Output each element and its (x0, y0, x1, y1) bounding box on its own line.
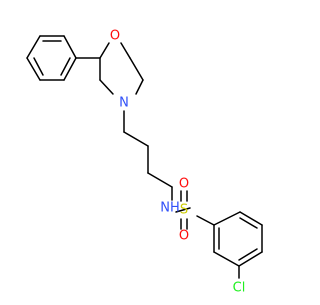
bond (60, 57, 71, 76)
bond (120, 42, 131, 59)
bond (26, 35, 41, 59)
bond (63, 35, 77, 59)
bond (175, 207, 191, 213)
sulfur-label: S (180, 203, 188, 218)
bond (26, 57, 41, 81)
bond (213, 211, 241, 226)
butyl-chain (123, 110, 173, 201)
bond (135, 79, 144, 95)
sulfonyl-oxygen-top-label: O (179, 177, 189, 192)
sulfonyl-oxygen-bottom-label: O (179, 229, 189, 244)
bond (239, 217, 258, 229)
bond (213, 251, 240, 267)
phenyl-ring (26, 35, 77, 81)
chlorobenzene-ring (213, 211, 263, 279)
bond (123, 131, 149, 147)
bond (63, 57, 77, 81)
sulfonyl-group (175, 190, 215, 230)
bond (147, 172, 173, 188)
bond (239, 211, 263, 226)
molecule-canvas: O N NH S O O Cl (26, 29, 263, 296)
bond (129, 57, 144, 81)
morpholine-ring (75, 42, 144, 95)
morpholine-oxygen-label: O (110, 29, 120, 44)
morpholine-nitrogen-label: N (119, 96, 129, 111)
molecule-structure: O N NH S O O Cl (26, 29, 263, 296)
bond (33, 57, 44, 76)
bond (99, 79, 114, 95)
sulfonamide-nh-label: NH (160, 201, 180, 216)
bond (99, 42, 110, 59)
chlorine-label: Cl (233, 281, 246, 296)
bond (196, 215, 215, 226)
bond (238, 251, 263, 267)
bond (238, 248, 258, 261)
